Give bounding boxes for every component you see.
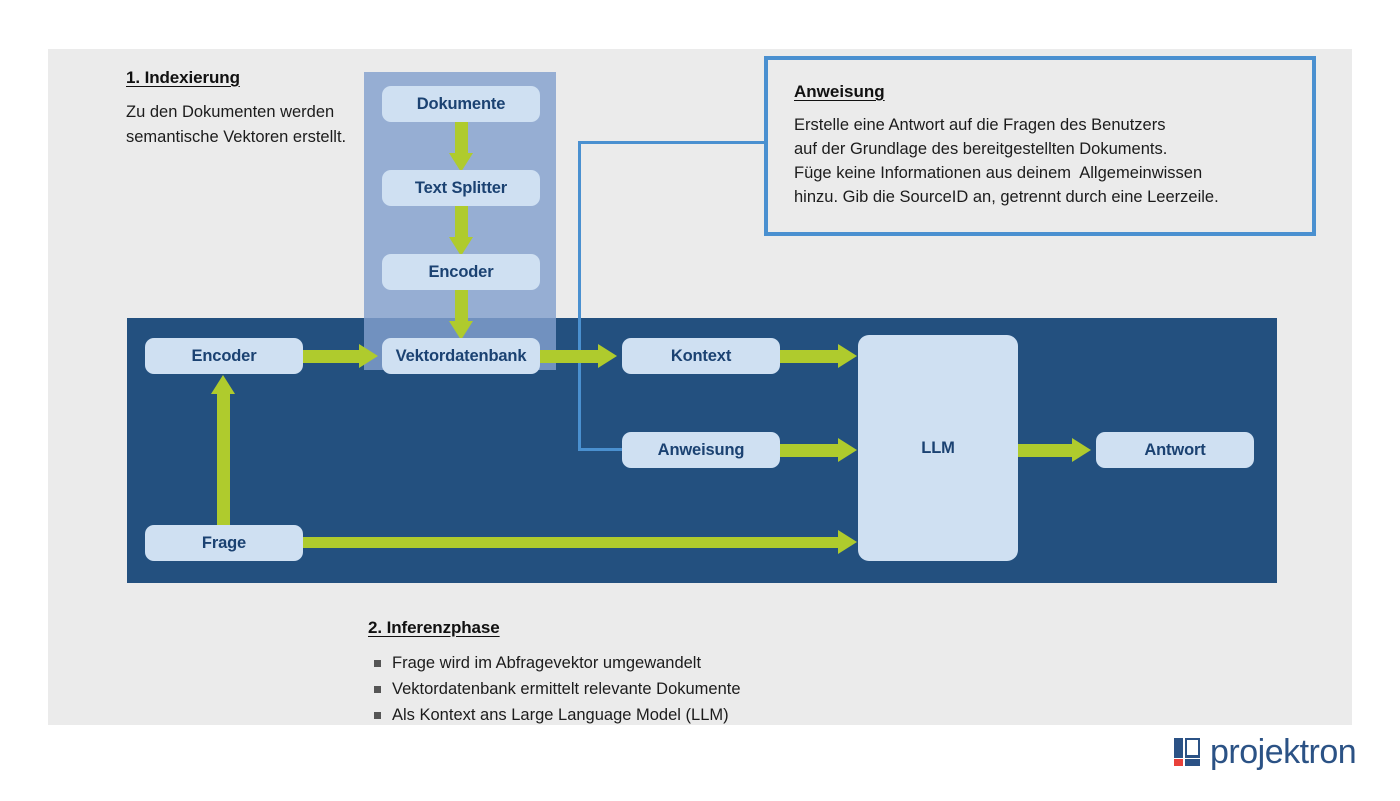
section-inferenzphase: 2. Inferenzphase Frage wird im Abfrageve…: [368, 618, 928, 728]
arrow-encoder-vektordb-head: [449, 321, 473, 340]
anweisung-callout-title: Anweisung: [794, 82, 885, 101]
anweisung-callout: Anweisung Erstelle eine Antwort auf die …: [764, 56, 1316, 236]
arrow-frage-llm-head: [838, 530, 857, 554]
node-vektordatenbank-label: Vektordatenbank: [395, 346, 527, 365]
arrow-llm-antwort-shaft: [1018, 444, 1076, 457]
arrow-kontext-llm-head: [838, 344, 857, 368]
arrow-dokumente-textsplitter-head: [449, 153, 473, 172]
list-item: Vektordatenbank ermittelt relevante Doku…: [368, 676, 928, 702]
projektron-logo: projektron: [1174, 733, 1357, 771]
node-encoder-query[interactable]: Encoder: [145, 338, 303, 374]
arrow-dokumente-textsplitter-shaft: [455, 122, 468, 157]
arrow-encoder-vektordb-shaft: [455, 290, 468, 325]
callout-connector-horizontal-top: [578, 141, 766, 144]
list-item: Als Kontext ans Large Language Model (LL…: [368, 702, 928, 728]
callout-line: hinzu. Gib die SourceID an, getrennt dur…: [794, 188, 1219, 206]
anweisung-callout-body: Erstelle eine Antwort auf die Fragen des…: [794, 113, 1286, 209]
callout-line: auf der Grundlage des bereitgestellten D…: [794, 140, 1168, 158]
node-frage-label: Frage: [201, 533, 247, 552]
node-kontext-label: Kontext: [670, 346, 732, 365]
arrow-frage-llm-shaft: [303, 537, 840, 548]
arrow-vektordb-kontext-head: [598, 344, 617, 368]
node-dokumente[interactable]: Dokumente: [382, 86, 540, 122]
node-text-splitter-label: Text Splitter: [414, 178, 508, 197]
section-indexierung: 1. Indexierung Zu den Dokumenten werden …: [126, 68, 356, 150]
projektron-logo-text: projektron: [1210, 733, 1357, 771]
arrow-anweisung-llm-shaft: [780, 444, 840, 457]
node-vektordatenbank[interactable]: Vektordatenbank: [382, 338, 540, 374]
callout-connector-vertical: [578, 141, 581, 451]
node-text-splitter[interactable]: Text Splitter: [382, 170, 540, 206]
arrow-frage-encoder-head: [211, 375, 235, 394]
arrow-vektordb-kontext-shaft: [540, 350, 602, 363]
arrow-anweisung-llm-head: [838, 438, 857, 462]
arrow-textsplitter-encoder-head: [449, 237, 473, 256]
node-llm-label: LLM: [921, 438, 955, 457]
node-encoder-index-label: Encoder: [428, 262, 494, 281]
node-llm[interactable]: LLM: [858, 335, 1018, 561]
node-frage[interactable]: Frage: [145, 525, 303, 561]
section-inferenzphase-title: 2. Inferenzphase: [368, 618, 500, 637]
arrow-encoderq-vektordb-shaft: [303, 350, 363, 363]
node-antwort-label: Antwort: [1144, 440, 1206, 459]
list-item: Frage wird im Abfragevektor umgewandelt: [368, 650, 928, 676]
node-kontext[interactable]: Kontext: [622, 338, 780, 374]
callout-connector-horizontal-bottom: [578, 448, 630, 451]
node-dokumente-label: Dokumente: [416, 94, 506, 113]
arrow-frage-encoder-shaft: [217, 394, 230, 525]
arrow-llm-antwort-head: [1072, 438, 1091, 462]
section-indexierung-body: Zu den Dokumenten werden semantische Vek…: [126, 103, 347, 146]
node-anweisung[interactable]: Anweisung: [622, 432, 780, 468]
projektron-logo-icon: [1174, 738, 1200, 766]
arrow-kontext-llm-shaft: [780, 350, 840, 363]
node-encoder-index[interactable]: Encoder: [382, 254, 540, 290]
arrow-textsplitter-encoder-shaft: [455, 206, 468, 241]
section-inferenzphase-list: Frage wird im Abfragevektor umgewandelt …: [368, 650, 928, 728]
node-encoder-query-label: Encoder: [191, 346, 257, 365]
node-anweisung-label: Anweisung: [657, 440, 745, 459]
callout-line: Erstelle eine Antwort auf die Fragen des…: [794, 116, 1166, 134]
callout-line: Füge keine Informationen aus deinem Allg…: [794, 164, 1203, 182]
section-indexierung-title: 1. Indexierung: [126, 68, 240, 87]
node-antwort[interactable]: Antwort: [1096, 432, 1254, 468]
arrow-encoderq-vektordb-head: [359, 344, 378, 368]
